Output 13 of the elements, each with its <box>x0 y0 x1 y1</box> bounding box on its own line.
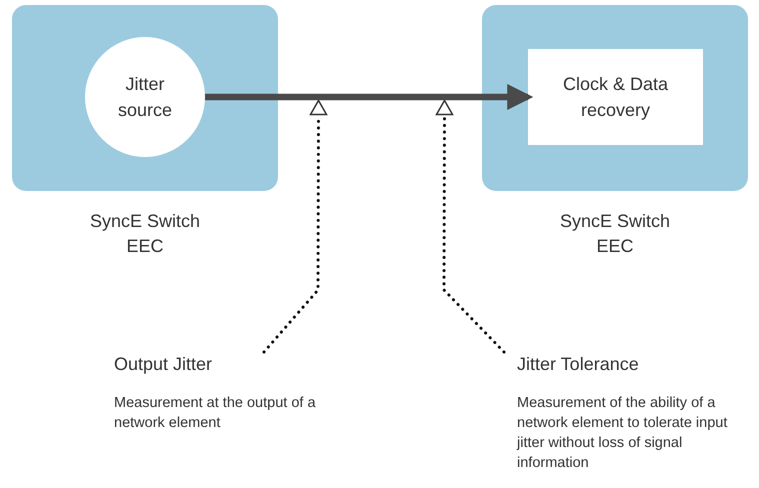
arrow <box>205 84 534 110</box>
switch-label: SyncE Switch EEC <box>88 210 202 258</box>
leader-line <box>442 114 506 354</box>
note-title: Jitter Tolerance <box>517 353 640 376</box>
note-title: Output Jitter <box>114 353 214 376</box>
measurement-point-triangle <box>309 99 328 116</box>
measurement-point-triangle <box>435 99 454 116</box>
switch-label: SyncE Switch EEC <box>558 210 672 258</box>
note-description: Measurement at the output of a network element <box>114 394 317 433</box>
process-box <box>528 49 703 145</box>
node-label: Clock & Data recovery <box>562 73 670 122</box>
node-label: Jitter source <box>116 73 174 122</box>
note-description: Measurement of the ability of a network element to tolerate input jitter without loss of signal information <box>517 394 728 473</box>
